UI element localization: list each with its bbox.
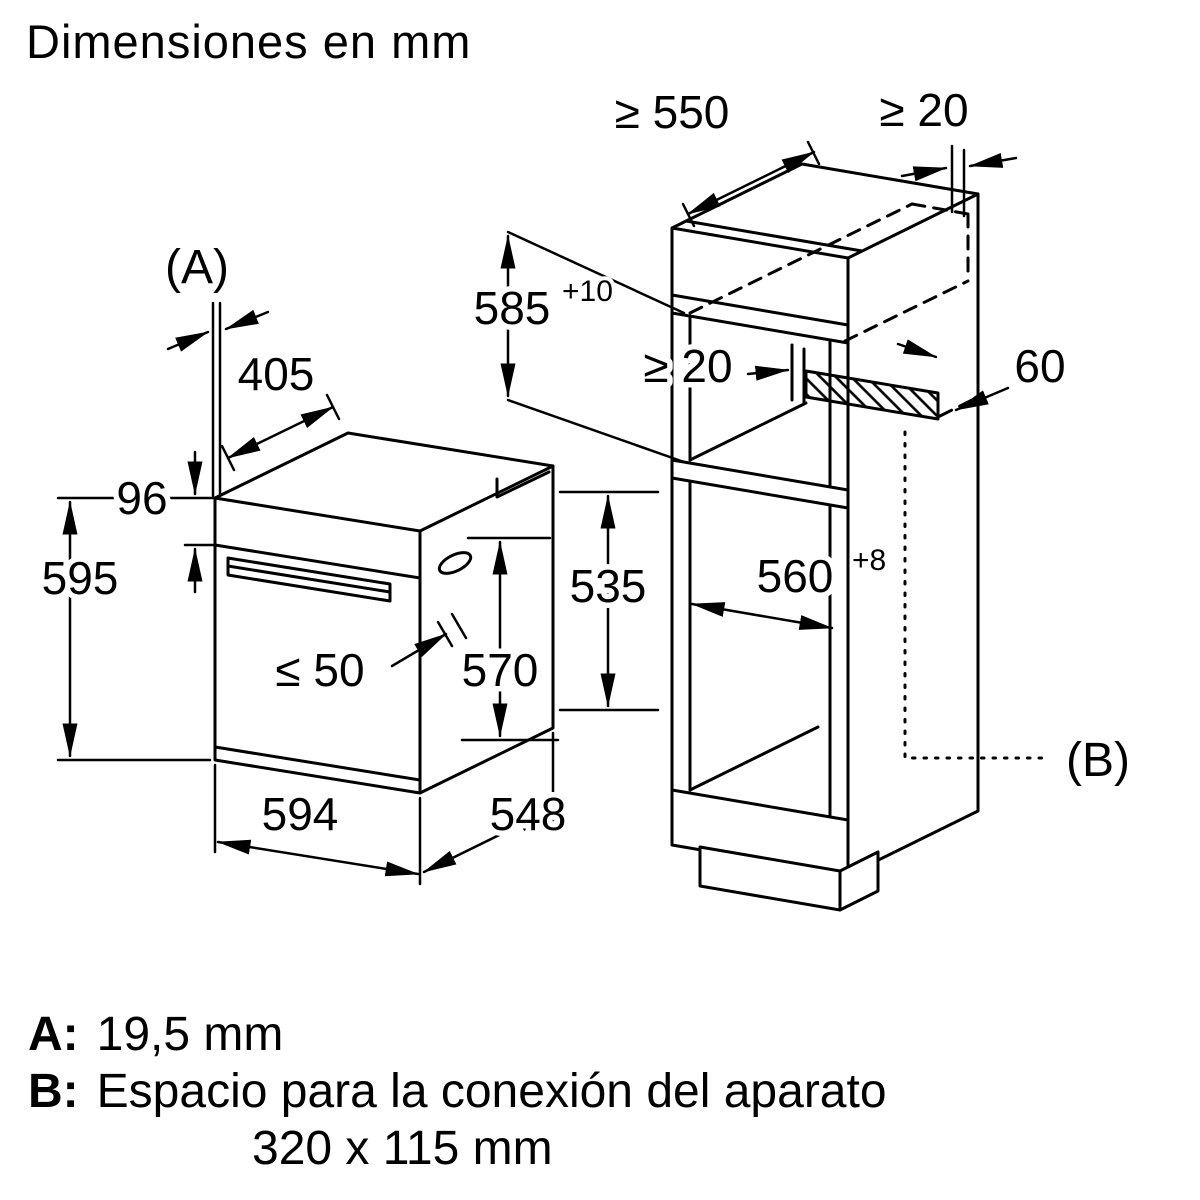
footnote-b-size-value: 320 x 115 mm [252,1122,553,1175]
spacer-gap-lines [790,343,806,406]
dim-96-label: 96 [116,472,167,524]
oven-dimensions [56,301,660,886]
dim-548-line [422,808,552,874]
dim-20top-arrow-left [900,166,948,182]
connection-space-leader-dotted [903,430,1048,760]
cabinet-plinth [698,845,880,912]
oven-handle-inner-line [226,564,392,594]
footnotes: A: 19,5 mm B: Espacio para la conexión d… [28,1006,887,1177]
footnote-a-value: 19,5 mm [96,1008,284,1061]
dim-594-label: 594 [262,788,339,840]
dim-560-label: 560 [757,550,834,602]
rear-spacer-hatched [804,369,940,421]
dim-585-tolerance: +10 [562,275,613,308]
cabinet-hidden-dashed [688,202,976,418]
dim-20top-arrow-right [968,153,1018,168]
footnote-a: A: 19,5 mm [28,1006,887,1063]
dim-405-label: 405 [238,348,315,400]
dim-60-arrow [954,386,1010,412]
dim-595-label: 595 [42,552,119,604]
dim-405-line [226,405,335,460]
dim-594-line [216,839,420,877]
dim-20mid-label: ≥ 20 [643,340,732,392]
dim-570-label: 570 [462,644,539,696]
dim-20mid-arrow-2 [896,339,938,359]
oven-body-edges [213,464,555,795]
oven-drawing [213,431,555,795]
dim-20top-label: ≥ 20 [879,84,968,136]
cabinet-drawing [670,162,1048,912]
cabinet-edges [670,192,980,877]
dim-50-arrow [390,632,448,668]
dim-548-label: 548 [490,788,567,840]
dim-a-arrow-left [166,330,210,352]
footnote-b-key: B: [28,1065,79,1118]
dim-50-label: ≤ 50 [275,644,364,696]
footnote-b-value: Espacio para la conexión del aparato [96,1065,887,1118]
dim-60-label: 60 [1014,340,1065,392]
dim-585-label: 585 [474,282,551,334]
dim-b-label: (B) [1066,734,1130,787]
cabinet-outline [670,162,980,877]
footnote-b-size: 320 x 115 mm [252,1120,887,1177]
dim-560-line [690,602,834,630]
dim-535-label: 535 [570,560,647,612]
footnote-b: B: Espacio para la conexión del aparato [28,1063,887,1120]
dim-550-line [686,150,816,216]
dim-a-label: (A) [165,241,229,294]
cabinet-dimensions [500,140,1018,630]
dimension-labels: (A) 405 96 595 ≤ 50 570 535 594 548 ≥ 55… [36,79,1135,846]
footnote-a-key: A: [28,1008,79,1061]
oven-side-grip [437,551,473,575]
dim-20mid-arrow [746,365,790,381]
dim-560-tolerance: +8 [852,544,886,577]
dim-550-label: ≥ 550 [615,86,730,138]
page-title: Dimensiones en mm [26,15,472,68]
dim-a-arrow-right [224,309,270,331]
